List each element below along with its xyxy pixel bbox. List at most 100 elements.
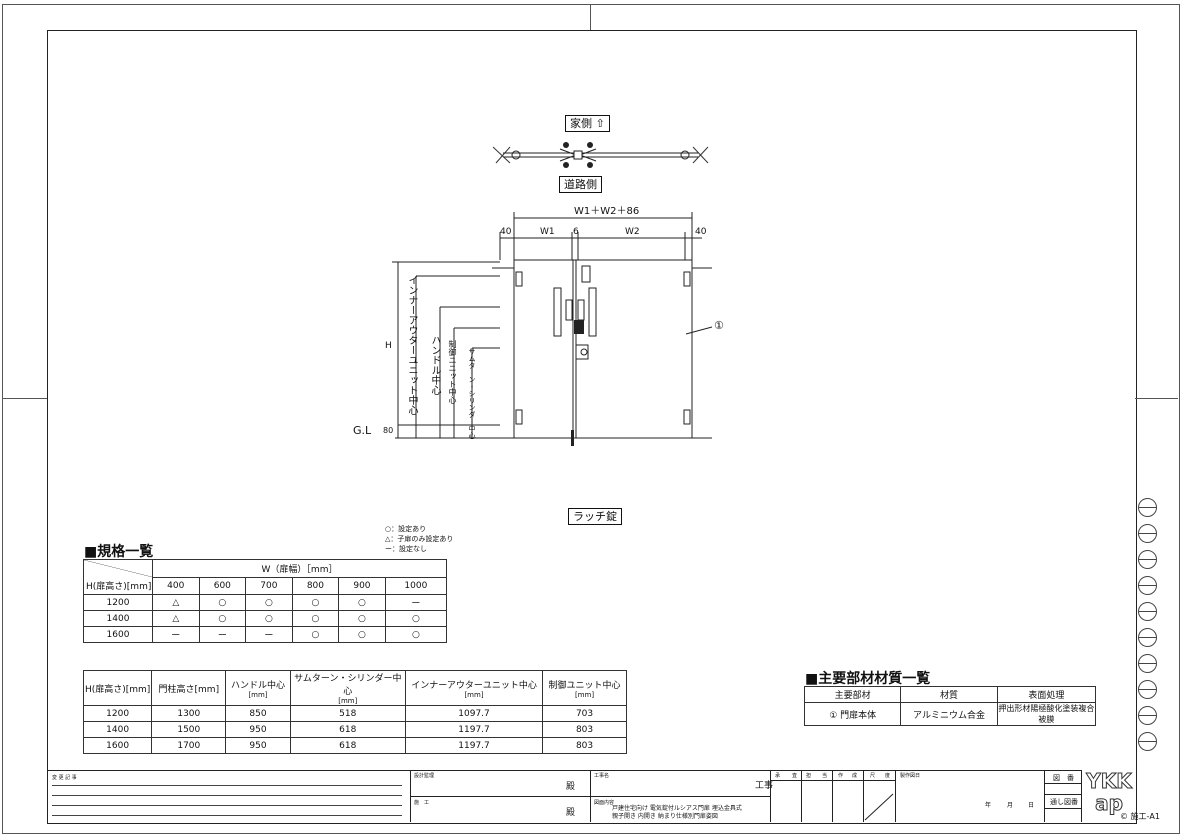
material-header: 表面処理: [996, 686, 1097, 703]
spec-w-header: W（扉幅）［mm］: [152, 559, 447, 578]
inner-outer-center-label: インナーアウターユニット中心: [406, 275, 417, 415]
dim-cell: 518: [289, 705, 406, 722]
koji-label: 工事: [755, 781, 774, 791]
spec-cell: ○: [384, 610, 448, 627]
material-cell: ① 門扉本体: [803, 702, 902, 726]
title-block: [47, 770, 1081, 823]
material-header: 材質: [900, 686, 998, 703]
divider: [590, 796, 770, 797]
spec-width-header: 700: [245, 576, 293, 595]
stamp-label: 作: [838, 773, 844, 779]
revision-circle: [1138, 680, 1157, 699]
spec-width-header: 1000: [384, 576, 448, 595]
dim-cell: 1500: [151, 721, 227, 738]
drawing-no-label: 図 番: [1053, 774, 1074, 782]
ground-level-label: G.L: [353, 424, 372, 437]
dim-cell: 1200: [82, 705, 153, 722]
dim-cell: 703: [542, 705, 627, 722]
table-row: 1200 1300 850 518 1097.7 703: [82, 705, 627, 722]
serial-label: 通し図番: [1050, 798, 1078, 806]
dim-cell: 1197.7: [404, 737, 544, 754]
dono-2: 殿: [566, 808, 576, 818]
spec-width-header: 400: [152, 576, 200, 595]
spec-cell: ○: [198, 610, 247, 627]
center-tick-right: [1135, 398, 1178, 399]
revision-circle: [1138, 550, 1157, 569]
lock-type-label: ラッチ錠: [568, 508, 622, 526]
drawing-content-2: 親子開き 内開き 納まり仕様別門扉姿図: [612, 813, 718, 820]
dim-cell: 803: [542, 721, 627, 738]
material-table-title: ■主要部材材質一覧: [805, 671, 931, 687]
revision-circle: [1138, 654, 1157, 673]
dimension-table: H(扉高さ)[mm] 門柱高さ[mm] ハンドル中心[mm] サムターン・シリン…: [82, 670, 627, 754]
spec-cell: ○: [245, 610, 293, 627]
table-row: 1600 ー ー ー ○ ○ ○: [83, 626, 448, 643]
material-cell: 押出形材陽極酸化塗装複合被膜: [996, 702, 1097, 726]
revision-line: [52, 795, 402, 796]
dim-cell: 1300: [151, 705, 227, 722]
spec-cell: ー: [245, 626, 293, 643]
drawing-content-label: 図面内容: [594, 800, 615, 806]
spec-cell: ー: [152, 626, 200, 643]
revision-circle: [1138, 498, 1157, 517]
spec-cell: ○: [291, 610, 340, 627]
spec-cell: △: [152, 594, 200, 611]
dim-cell: 1197.7: [404, 721, 544, 738]
stamp-label: 承: [775, 773, 781, 779]
stamp-label: 尺: [870, 773, 876, 779]
revision-circle: [1138, 628, 1157, 647]
table-row: 1400 △ ○ ○ ○ ○ ○: [83, 610, 448, 627]
revision-line: [52, 815, 402, 816]
spec-cell: ○: [338, 594, 386, 611]
spec-width-header: 900: [338, 576, 386, 595]
revision-circle: [1138, 524, 1157, 543]
stamp-grid: [770, 770, 896, 822]
table-row: ① 門扉本体 アルミニウム合金 押出形材陽極酸化塗装複合被膜: [803, 702, 1097, 726]
year-label: 年: [985, 802, 992, 809]
thumbturn-center-label: サムターン・シリンダー中心: [468, 348, 476, 439]
ykk-ap-logo: YKK ap: [1084, 770, 1134, 816]
spec-cell: ○: [245, 594, 293, 611]
spec-cell: ○: [338, 626, 386, 643]
outer-frame: [2, 4, 1180, 834]
stamp-label: 担: [806, 773, 812, 779]
month-label: 月: [1007, 802, 1014, 809]
dim-cell: 950: [225, 721, 291, 738]
dim-cell: 1700: [151, 737, 227, 754]
dim-left-40: 40: [500, 227, 512, 237]
stamp-label: 当: [822, 773, 828, 779]
legend-line: △：子扉のみ設定あり: [385, 535, 454, 543]
dim-header: 制御ユニット中心[mm]: [542, 670, 627, 706]
divider: [1081, 770, 1082, 822]
plan-view: [492, 142, 709, 168]
dim-cell: 618: [289, 721, 406, 738]
spec-cell: ○: [384, 626, 448, 643]
divider: [1044, 783, 1081, 784]
handle-center-label: ハンドル中心: [429, 335, 440, 395]
sheet-number: © 施工-A1: [1120, 812, 1160, 821]
day-label: 日: [1028, 802, 1035, 809]
spec-cell: ー: [384, 594, 448, 611]
dim-cell: 803: [542, 737, 627, 754]
dim-header: インナーアウターユニット中心[mm]: [404, 670, 544, 706]
dim-header: サムターン・シリンダー中心[mm]: [289, 670, 406, 706]
dim-header: 門柱高さ[mm]: [151, 670, 227, 706]
table-row: 1400 1500 950 618 1197.7 803: [82, 721, 627, 738]
spec-cell: ○: [291, 594, 340, 611]
dim-gap-6: 6: [573, 227, 579, 237]
material-cell: アルミニウム合金: [900, 702, 998, 726]
revision-circle: [1138, 576, 1157, 595]
spec-table: H(扉高さ)[mm] W（扉幅）［mm］ 400 600 700 800 900…: [83, 559, 448, 643]
dim-cell: 950: [225, 737, 291, 754]
dim-cell: 850: [225, 705, 291, 722]
revision-line: [52, 805, 402, 806]
dim-cell: 1400: [82, 721, 153, 738]
road-side-label: 道路側: [559, 176, 602, 194]
divider: [770, 770, 771, 822]
drawing-frame: [47, 30, 1137, 824]
dim-cell: 618: [289, 737, 406, 754]
legend-line: ー：設定なし: [385, 545, 427, 553]
dim-w2: W2: [625, 227, 640, 237]
project-name-label: 工事名: [594, 773, 610, 779]
design-supervisor-label: 設計監理: [414, 773, 435, 779]
